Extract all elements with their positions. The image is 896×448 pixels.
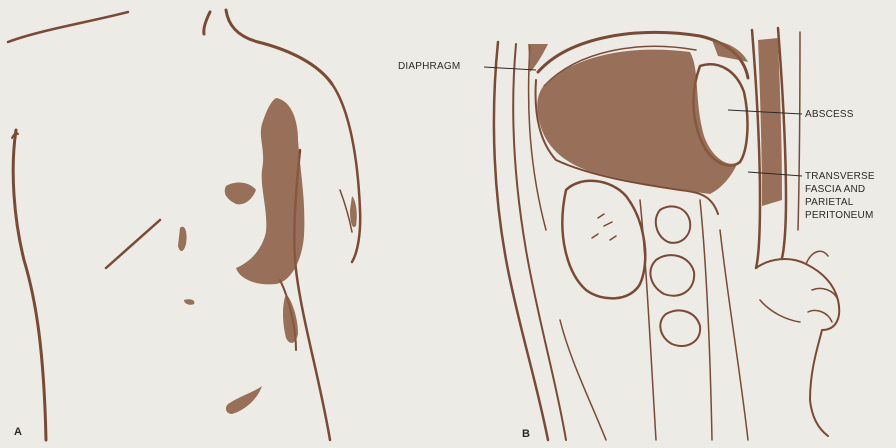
neck-right-outline (226, 10, 332, 84)
diaphragm-label: DIAPHRAGM (398, 61, 460, 73)
upper-wall-shading-left (528, 44, 548, 72)
transverse-fascia-label-line-2: FASCIA AND (805, 184, 865, 196)
panel-a-letter: A (14, 426, 22, 438)
transverse-fascia-label-line-1: TRANSVERSE (805, 171, 875, 183)
kidney-mark-4 (610, 236, 616, 240)
mesentery-line-1 (640, 200, 656, 440)
panel-b-letter: B (522, 428, 530, 440)
neck-left-outline (204, 12, 210, 34)
transverse-fascia-label-line-4: PERITONEUM (805, 210, 874, 222)
hand-outline (756, 259, 839, 436)
kidney-mark-3 (592, 234, 598, 238)
hand-finger-1 (806, 251, 828, 264)
kidney-outline (562, 181, 645, 299)
small-mark-3 (184, 299, 194, 305)
panel-a-back-illustration (8, 10, 360, 440)
transverse-fascia-label-line-3: PARIETAL (805, 197, 853, 209)
upper-wall-shading-right (712, 40, 748, 62)
waist-shading (226, 386, 262, 414)
kidney-mark-2 (604, 222, 612, 226)
hand-palm (760, 300, 800, 322)
hand-finger-3 (808, 310, 832, 322)
mesentery-line-3 (720, 230, 748, 440)
left-flank-outline (13, 130, 46, 440)
small-mark-1 (178, 227, 187, 251)
anterior-wall-outer (798, 32, 800, 230)
right-arm-outline (332, 84, 360, 262)
bowel-loop-2 (650, 255, 694, 296)
mesentery-line-2 (700, 200, 712, 440)
panel-a-shading (178, 98, 357, 414)
anterior-wall-shading (758, 38, 782, 206)
bowel-loop-3 (660, 310, 700, 346)
flank-shading (225, 183, 256, 205)
lower-abdominal-line (560, 320, 606, 440)
kidney-mark-1 (598, 214, 604, 218)
left-shoulder-outline (8, 12, 128, 42)
abscess-label: ABSCESS (805, 109, 854, 121)
bowel-loop-1 (656, 206, 690, 242)
anterior-wall-left (752, 30, 760, 268)
lower-back-shading (283, 294, 298, 343)
small-mark-2 (350, 196, 357, 227)
scapula-line (106, 220, 160, 268)
